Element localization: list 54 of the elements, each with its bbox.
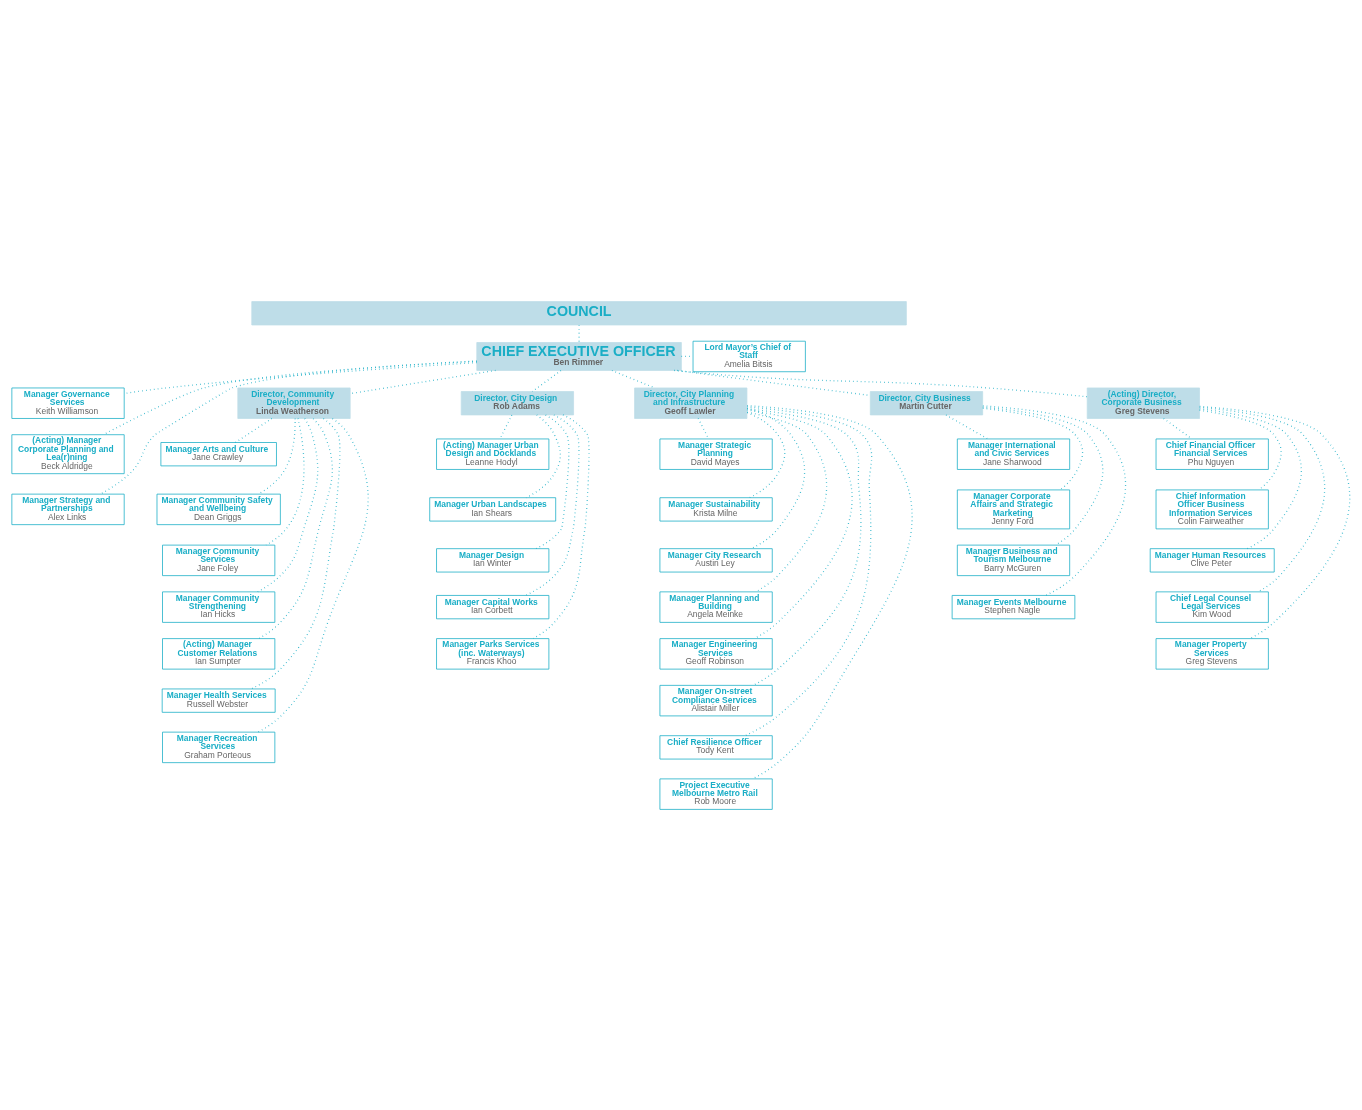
node-box: Manager On-street Compliance Services Alistair Miller bbox=[659, 684, 773, 716]
node-box: Manager Strategic Planning David Mayes bbox=[659, 438, 773, 470]
connector bbox=[746, 404, 913, 779]
node-box: Director, City Planning and Infrastructure Geoff Lawler bbox=[634, 387, 748, 419]
node-box: Chief Information Officer Business Information Services Colin Fairweather bbox=[1155, 489, 1269, 529]
node-box: Lord Mayor’s Chief of Staff Amelia Bitsis bbox=[692, 340, 806, 372]
node-box: (Acting) Director, Corporate Business Greg Stevens bbox=[1086, 387, 1200, 419]
node-box: Manager Governance Services Keith Williamson bbox=[11, 387, 125, 419]
node-box: Manager Community Safety and Wellbeing Dean Griggs bbox=[156, 493, 281, 525]
connector bbox=[982, 404, 1127, 596]
node-box: Chief Resilience Officer Tody Kent bbox=[659, 734, 773, 759]
node-box: Manager Health Services Russell Webster bbox=[161, 688, 276, 713]
node-box: Manager Design Ian Winter bbox=[436, 547, 550, 572]
connector bbox=[746, 411, 828, 592]
node-box: COUNCIL bbox=[251, 300, 907, 325]
node-box: Chief Financial Officer Financial Services Phu Nguyen bbox=[1155, 438, 1269, 470]
node-box: (Acting) Manager Corporate Planning and Lea(r)ning Beck Aldridge bbox=[11, 433, 125, 474]
node-box: Manager Planning and Building Angela Meinke bbox=[659, 590, 773, 623]
node-box: Manager Recreation Services Graham Porteous bbox=[162, 731, 276, 763]
node-box: Manager Capital Works Ian Corbett bbox=[436, 594, 550, 619]
connector bbox=[99, 359, 478, 495]
connector bbox=[525, 413, 580, 596]
node-box: Director, Community Development Linda Weatherson bbox=[237, 387, 351, 419]
node-box: Manager Corporate Affairs and Strategic Marketing Jenny Ford bbox=[956, 489, 1071, 529]
connector bbox=[257, 417, 369, 733]
connector bbox=[499, 414, 513, 440]
connector bbox=[673, 369, 1088, 397]
node-box: (Acting) Manager Urban Design and Docklands Leanne Hodyl bbox=[436, 438, 550, 470]
node-box: Manager International and Civic Services Jane Sharwood bbox=[956, 438, 1071, 470]
connector bbox=[265, 417, 305, 546]
node-box: Manager Community Strengthening Ian Hicks bbox=[162, 590, 276, 623]
node-box: (Acting) Manager Customer Relations Ian Sumpter bbox=[162, 637, 276, 670]
node-box: Director, City Business Martin Cutter bbox=[869, 390, 984, 415]
connector bbox=[611, 369, 656, 389]
connector bbox=[532, 413, 590, 639]
node-box: Director, City Design Rob Adams bbox=[460, 390, 574, 415]
node-box: Manager Parks Services (inc. Waterways) Francis Khoo bbox=[436, 637, 550, 670]
node-box: CHIEF EXECUTIVE OFFICER Ben Rimmer bbox=[476, 341, 682, 371]
connector bbox=[746, 408, 853, 639]
connector bbox=[535, 413, 570, 549]
node-box: Manager Strategy and Partnerships Alex Links bbox=[11, 493, 125, 525]
node-box: Manager Events Melbourne Stephen Nagle bbox=[951, 594, 1076, 619]
node-box: Manager Business and Tourism Melbourne Barry McGuren bbox=[956, 544, 1071, 576]
node-box: Chief Legal Counsel Legal Services Kim Wood bbox=[1155, 590, 1269, 623]
node-box: Manager City Research Austin Ley bbox=[659, 547, 773, 572]
node-box: Manager Human Resources Clive Peter bbox=[1149, 547, 1275, 572]
node-box: Manager Community Services Jane Foley bbox=[162, 544, 276, 576]
node-box: Project Executive Melbourne Metro Rail Rob Moore bbox=[659, 778, 773, 810]
connector bbox=[258, 417, 333, 639]
node-box: Manager Sustainability Krista Milne bbox=[659, 496, 773, 521]
node-box: Manager Arts and Culture Jane Crawley bbox=[160, 441, 277, 466]
node-box: Manager Property Services Greg Stevens bbox=[1155, 637, 1269, 670]
node-box: Manager Urban Landscapes Ian Shears bbox=[429, 496, 557, 521]
node-box: Manager Engineering Services Geoff Robinson bbox=[659, 637, 773, 670]
